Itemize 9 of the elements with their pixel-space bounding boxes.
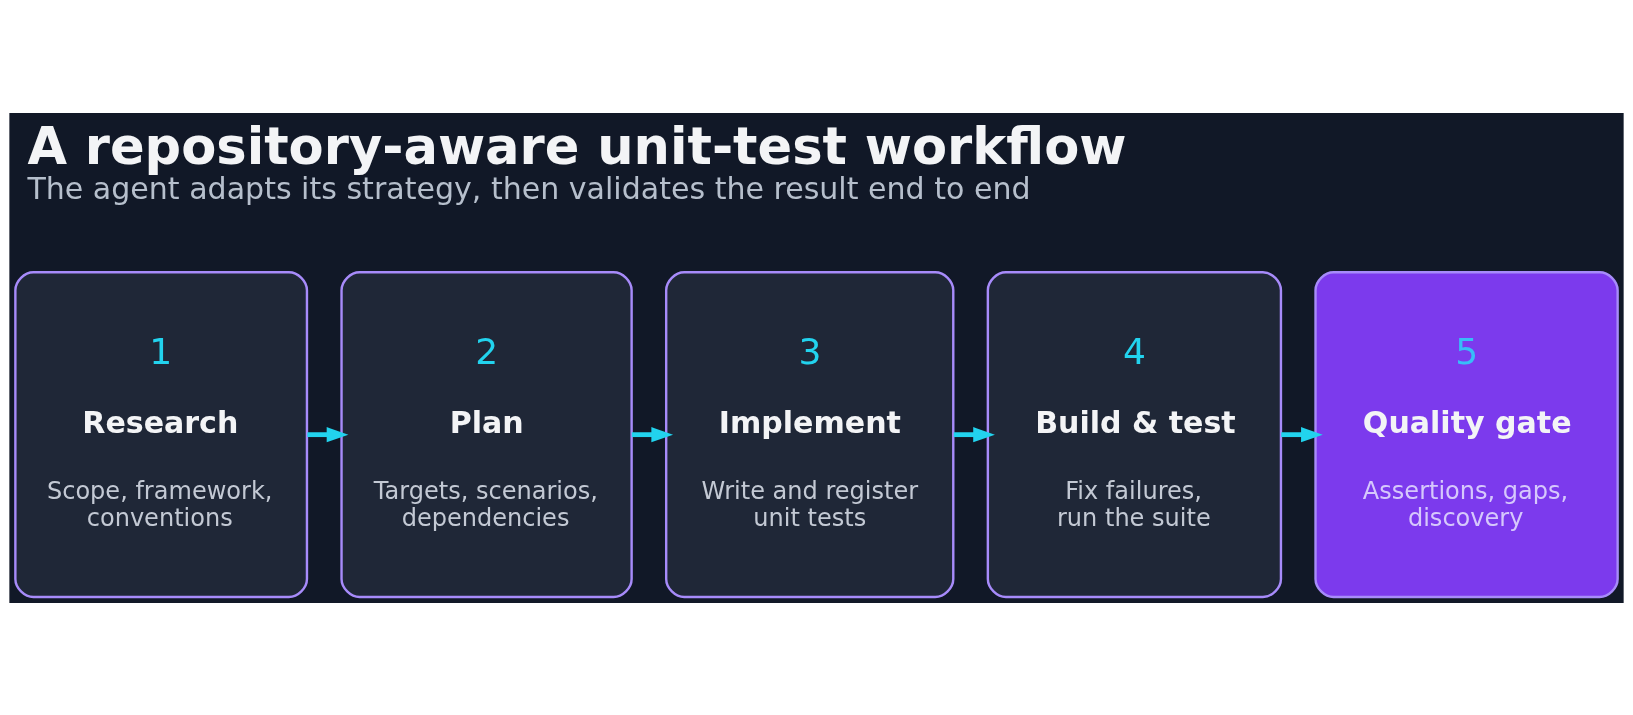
node-box: 5 Quality gate Assertions, gaps, discovery: [1314, 270, 1619, 598]
arrow: [631, 426, 674, 442]
node-box: 3 Implement Write and register unit tests: [665, 270, 955, 598]
node-box: 1 Research Scope, framework, conventions: [14, 270, 309, 598]
arrow: [1281, 426, 1323, 442]
arrow: [307, 426, 349, 442]
arrow: [953, 426, 995, 442]
node-box: 4 Build & test Fix failures, run the suite: [986, 270, 1283, 598]
node-box: 2 Plan Targets, scenarios, dependencies: [340, 270, 633, 598]
